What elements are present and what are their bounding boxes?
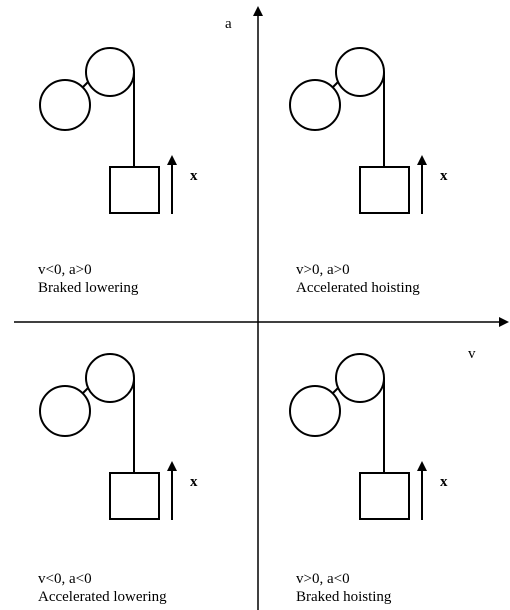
quadrant-caption-bottom-left: v<0, a<0 Accelerated lowering [38,570,167,606]
displacement-label: x [440,168,448,184]
motor-drum [289,79,341,131]
displacement-label: x [440,474,448,490]
load-box [359,472,410,520]
hoist-bottom-left [39,353,177,520]
hoist-bottom-right [289,353,427,520]
motor-drum [39,79,91,131]
sheave-pulley [335,353,385,403]
sheave-pulley [85,353,135,403]
quadrant-caption-top-left: v<0, a>0 Braked lowering [38,261,138,297]
axis-label-v: v [468,346,476,362]
load-box [109,166,160,214]
motor-drum [39,385,91,437]
condition-text: v>0, a>0 [296,262,350,278]
condition-text: v<0, a>0 [38,262,92,278]
motor-drum [289,385,341,437]
hoist-top-right [289,47,427,214]
displacement-label: x [190,474,198,490]
mode-text: Accelerated lowering [38,589,167,605]
condition-text: v>0, a<0 [296,571,350,587]
sheave-pulley [335,47,385,97]
mode-text: Braked lowering [38,280,139,296]
hoist-top-left [39,47,177,214]
displacement-label: x [190,168,198,184]
sheave-pulley [85,47,135,97]
load-box [109,472,160,520]
mode-text: Accelerated hoisting [296,280,420,296]
quadrant-caption-top-right: v>0, a>0 Accelerated hoisting [296,261,420,297]
condition-text: v<0, a<0 [38,571,92,587]
load-box [359,166,410,214]
quadrant-caption-bottom-right: v>0, a<0 Braked hoisting [296,570,391,606]
axis-label-a: a [225,16,232,32]
mode-text: Braked hoisting [296,589,392,605]
